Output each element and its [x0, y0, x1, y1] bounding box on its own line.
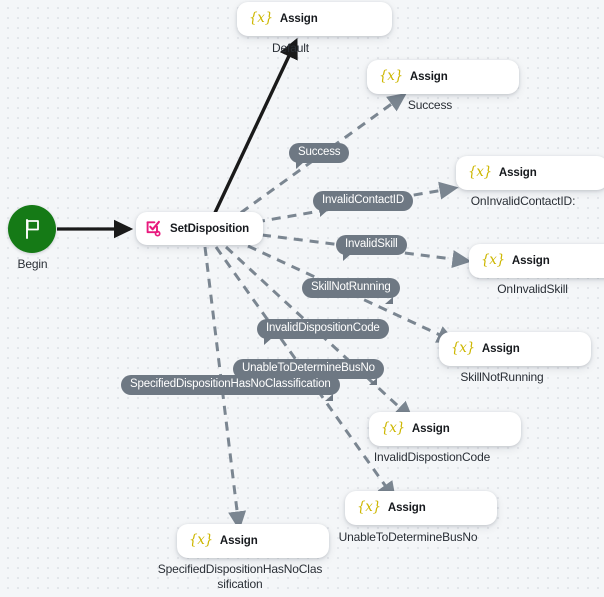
assign-variable-icon: {x} [189, 532, 213, 549]
edge-pill-skillnotrunning[interactable]: SkillNotRunning [302, 278, 400, 298]
assign-variable-icon: {x} [381, 420, 405, 437]
assign-node-oninvalidskill-box[interactable]: {x} Assign [469, 244, 604, 278]
assign-node-unabletodeterminebusno-caption: UnableToDetermineBusNo [338, 530, 478, 544]
assign-node-specifieddispositionhasnoclassification-title: Assign [219, 535, 258, 547]
assign-node-unabletodeterminebusno[interactable]: {x} Assign [345, 491, 497, 525]
assign-node-success-box[interactable]: {x} Assign [367, 60, 519, 94]
assign-node-skillnotrunning[interactable]: {x} Assign [439, 332, 591, 366]
assign-node-unabletodeterminebusno-box[interactable]: {x} Assign [345, 491, 497, 525]
assign-node-oninvalidcontactid-title: Assign [498, 167, 537, 179]
assign-variable-icon: {x} [451, 340, 475, 357]
assign-node-specifieddispositionhasnoclassification-caption: SpecifiedDispositionHasNoClas sification [155, 562, 325, 592]
edge-label-default: Default [272, 41, 309, 55]
assign-node-oninvalidcontactid[interactable]: {x} Assign [456, 156, 604, 190]
activity-node-setdisposition[interactable]: SetDisposition [136, 212, 264, 245]
assign-node-skillnotrunning-caption: SkillNotRunning [460, 370, 544, 384]
assign-node-invaliddispostioncode-box[interactable]: {x} Assign [369, 412, 521, 446]
edge-pill-invalidcontactid[interactable]: InvalidContactID [313, 191, 413, 217]
edge-default[interactable] [211, 37, 298, 218]
flag-icon [25, 219, 39, 239]
assign-variable-icon: {x} [481, 252, 505, 269]
assign-node-specifieddispositionhasnoclassification[interactable]: {x} Assign [177, 524, 329, 558]
assign-node-invaliddispostioncode[interactable]: {x} Assign [369, 412, 521, 446]
assign-node-default[interactable]: {x} Assign [237, 2, 392, 36]
setdisposition-node-title: SetDisposition [170, 222, 250, 235]
assign-variable-icon: {x} [249, 10, 273, 27]
assign-node-oninvalidskill-caption: OnInvalidSkill [497, 282, 568, 296]
assign-node-success[interactable]: {x} Assign [367, 60, 519, 94]
assign-node-oninvalidcontactid-caption: OnInvalidContactID: [470, 194, 576, 208]
edge-pill-specifieddispositionhasnoclassification[interactable]: SpecifiedDispositionHasNoClassification [121, 375, 340, 395]
assign-node-skillnotrunning-box[interactable]: {x} Assign [439, 332, 591, 366]
edge-pill-success[interactable]: Success [289, 143, 350, 169]
caption-line-1: SpecifiedDispositionHasNoClas [157, 562, 323, 576]
start-node-caption: Begin [17, 257, 48, 271]
edge-pill-unabletodeterminebusno[interactable]: UnableToDetermineBusNo [233, 359, 384, 379]
assign-node-invaliddispostioncode-caption: InvalidDispostionCode [373, 450, 491, 464]
start-node-begin[interactable] [8, 205, 56, 253]
assign-node-success-caption: Success [407, 98, 453, 112]
assign-node-default-title: Assign [279, 13, 318, 25]
assign-node-skillnotrunning-title: Assign [481, 343, 520, 355]
set-disposition-icon [146, 220, 163, 237]
assign-node-unabletodeterminebusno-title: Assign [387, 502, 426, 514]
assign-node-oninvalidskill[interactable]: {x} Assign [469, 244, 604, 278]
edge-pill-invaliddispositioncode[interactable]: InvalidDispositionCode [257, 319, 389, 345]
assign-variable-icon: {x} [468, 164, 492, 181]
assign-variable-icon: {x} [357, 499, 381, 516]
assign-node-specifieddispositionhasnoclassification-box[interactable]: {x} Assign [177, 524, 329, 558]
start-node-circle[interactable] [8, 205, 56, 253]
assign-node-success-title: Assign [409, 71, 448, 83]
assign-variable-icon: {x} [379, 68, 403, 85]
assign-node-invaliddispostioncode-title: Assign [411, 423, 450, 435]
edge-pill-invalidskill[interactable]: InvalidSkill [336, 235, 407, 261]
setdisposition-node-box[interactable]: SetDisposition [136, 212, 264, 245]
assign-node-default-box[interactable]: {x} Assign [237, 2, 392, 36]
caption-line-2: sification [217, 577, 263, 591]
assign-node-oninvalidcontactid-box[interactable]: {x} Assign [456, 156, 604, 190]
assign-node-oninvalidskill-title: Assign [511, 255, 550, 267]
